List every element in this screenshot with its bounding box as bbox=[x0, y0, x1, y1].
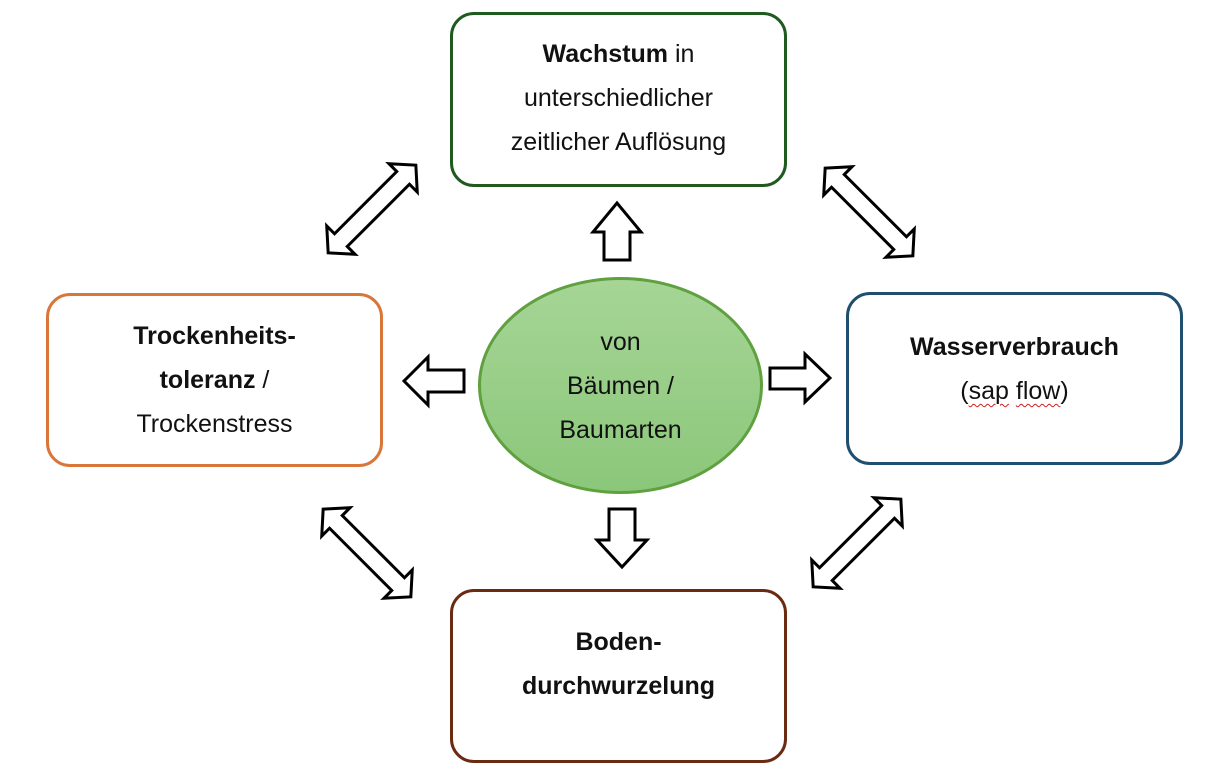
box-water-use-subtitle: (sap flow) bbox=[960, 377, 1069, 405]
center-line-3: Baumarten bbox=[559, 415, 682, 444]
box-growth-line-3: zeitlicher Auflösung bbox=[510, 128, 727, 156]
box-growth: Wachstum in unterschiedlicher zeitlicher… bbox=[450, 12, 787, 187]
center-line-1: von bbox=[600, 327, 641, 356]
box-water-use: Wasserverbrauch (sap flow) bbox=[846, 292, 1183, 465]
box-soil-rooting-line-1: Boden- bbox=[575, 628, 662, 656]
arrow-down-icon bbox=[593, 507, 651, 570]
arrow-right-icon bbox=[768, 350, 833, 406]
arrow-up-icon bbox=[589, 200, 645, 262]
double-arrow-left-bottom-icon bbox=[320, 506, 414, 600]
box-soil-rooting: Boden- durchwurzelung bbox=[450, 589, 787, 763]
box-drought-tolerance: Trockenheits- toleranz / Trockenstress bbox=[46, 293, 383, 467]
double-arrow-left-top-icon bbox=[325, 162, 419, 256]
arrow-left-icon bbox=[401, 353, 466, 409]
box-soil-rooting-line-2: durchwurzelung bbox=[521, 672, 716, 700]
spellcheck-word-flow: flow bbox=[1015, 377, 1061, 405]
box-drought-tolerance-line-2: toleranz / bbox=[159, 366, 270, 394]
box-drought-tolerance-line-3: Trockenstress bbox=[136, 410, 293, 438]
spellcheck-word-sap: sap bbox=[968, 377, 1009, 405]
center-ellipse-trees: von Bäumen / Baumarten bbox=[478, 277, 763, 494]
double-arrow-top-right-icon bbox=[822, 165, 916, 259]
box-growth-line-1: Wachstum in bbox=[542, 40, 695, 68]
center-line-2: Bäumen / bbox=[566, 371, 674, 400]
box-drought-tolerance-line-1: Trockenheits- bbox=[133, 322, 296, 350]
box-water-use-title: Wasserverbrauch bbox=[910, 333, 1119, 361]
double-arrow-bottom-right-icon bbox=[810, 496, 904, 590]
box-growth-line-2: unterschiedlicher bbox=[524, 84, 713, 112]
